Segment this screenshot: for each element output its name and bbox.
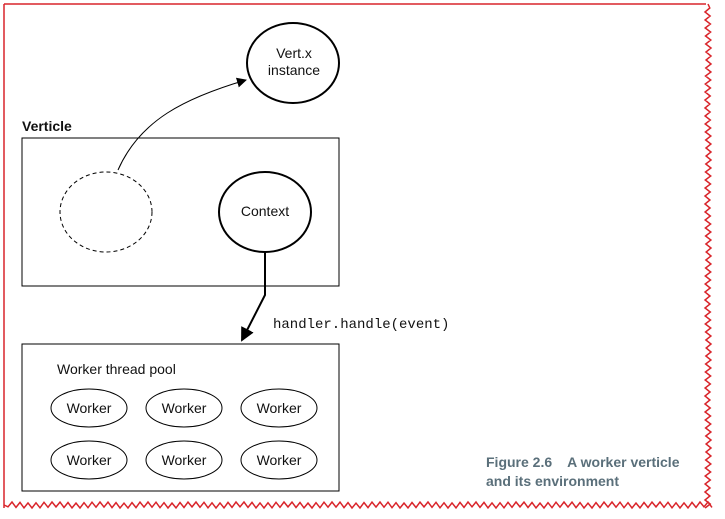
- worker-node: [50, 440, 128, 480]
- verticle-title: Verticle: [22, 118, 72, 134]
- worker-node: [145, 388, 223, 428]
- worker-label: Worker: [257, 452, 302, 468]
- handler-call-label: handler.handle(event): [273, 317, 449, 333]
- worker-node: [240, 440, 318, 480]
- worker-label: Worker: [67, 400, 112, 416]
- torn-border: [3, 3, 713, 510]
- verticle-box: [21, 137, 340, 287]
- worker-label: Worker: [257, 400, 302, 416]
- worker-grid: Worker Worker Worker Worker Worker Worke…: [50, 388, 318, 480]
- vertx-instance-label-line2: instance: [268, 62, 320, 78]
- worker-label: Worker: [162, 452, 207, 468]
- worker-node: [145, 440, 223, 480]
- vertx-instance-label-line1: Vert.x: [276, 45, 312, 61]
- figure-caption-line2: and its environment: [486, 473, 619, 489]
- vertx-instance-node: [246, 22, 340, 104]
- figure-caption-line1: Figure 2.6 A worker verticle: [486, 454, 680, 470]
- worker-pool-title: Worker thread pool: [57, 361, 176, 377]
- arrow-to-vertx-instance: [117, 77, 247, 171]
- worker-node: [240, 388, 318, 428]
- worker-label: Worker: [67, 452, 112, 468]
- worker-pool-box: [21, 343, 340, 492]
- worker-label: Worker: [162, 400, 207, 416]
- context-label: Context: [241, 203, 289, 219]
- verticle-dashed-node: [59, 171, 153, 253]
- worker-node: [50, 388, 128, 428]
- arrow-to-worker-pool: [241, 252, 266, 342]
